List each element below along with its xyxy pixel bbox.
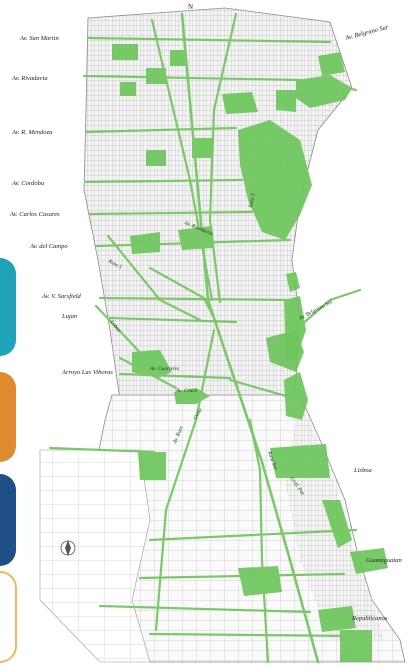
roads xyxy=(48,12,362,664)
label-cordoba: Av. Cordoba xyxy=(11,180,44,187)
label-san-martin: Av. San Martin xyxy=(19,35,59,42)
green-park-south-3 xyxy=(340,630,372,662)
green-block-l xyxy=(138,452,166,480)
green-park-south-1 xyxy=(238,566,282,596)
label-lujan: Lujan xyxy=(61,313,77,320)
green-park-large-north xyxy=(238,120,312,240)
label-del-campo: Av. del Campo xyxy=(29,243,68,250)
green-strip-1 xyxy=(286,272,300,292)
label-cruce: Av. Cruce xyxy=(175,388,198,394)
side-tab-outline[interactable] xyxy=(0,571,17,663)
green-block-g xyxy=(192,138,212,158)
green-block-i xyxy=(130,232,160,254)
green-block-e xyxy=(146,68,166,84)
label-rivadavia: Av. Rivadavia xyxy=(11,75,48,82)
side-tab-navy[interactable] xyxy=(0,474,16,566)
green-block-c xyxy=(112,44,138,60)
green-block-a xyxy=(222,92,258,114)
label-belgrano-mid: Av. Belgrano Sur xyxy=(297,299,334,323)
label-carlos-casares: Av. Carlos Casares xyxy=(9,211,60,218)
label-arroyo: Arroyo Las Viboras xyxy=(61,369,113,376)
green-strip-4 xyxy=(322,500,352,548)
green-park-top-right xyxy=(318,52,345,76)
side-tab-teal[interactable] xyxy=(0,258,16,356)
green-park-northeast xyxy=(296,75,352,108)
green-spaces xyxy=(112,44,388,662)
north-marker: N xyxy=(188,3,193,11)
green-park-mid-east xyxy=(266,330,304,372)
label-cuarteles: Av. Cuarteles xyxy=(149,366,179,372)
label-republicanos: Republicanos xyxy=(351,615,388,622)
label-ruta-3: Ruta 3 xyxy=(248,193,257,210)
green-park-guanaguatan xyxy=(350,548,388,574)
side-tab-orange[interactable] xyxy=(0,372,16,462)
compass-icon xyxy=(60,540,76,556)
label-belgrano-top: Av. Belgrano Sur xyxy=(344,24,390,43)
label-lisboa: Lisboa xyxy=(353,467,372,474)
green-block-h xyxy=(146,150,166,166)
green-block-f xyxy=(120,82,136,96)
label-v-sarsfield: Av. V. Sarsfield xyxy=(41,293,82,300)
label-mendoza: Av. R. Mendoza xyxy=(11,129,52,136)
green-block-b xyxy=(276,90,296,112)
green-block-d xyxy=(170,50,186,66)
label-oeste: Oeste xyxy=(193,407,205,421)
urban-blocks-north xyxy=(83,7,353,400)
green-park-lisboa xyxy=(270,444,330,478)
green-park-south-2 xyxy=(318,606,356,632)
green-strip-3 xyxy=(284,372,308,420)
label-guanaguatan: Guanaguatan xyxy=(366,557,402,564)
